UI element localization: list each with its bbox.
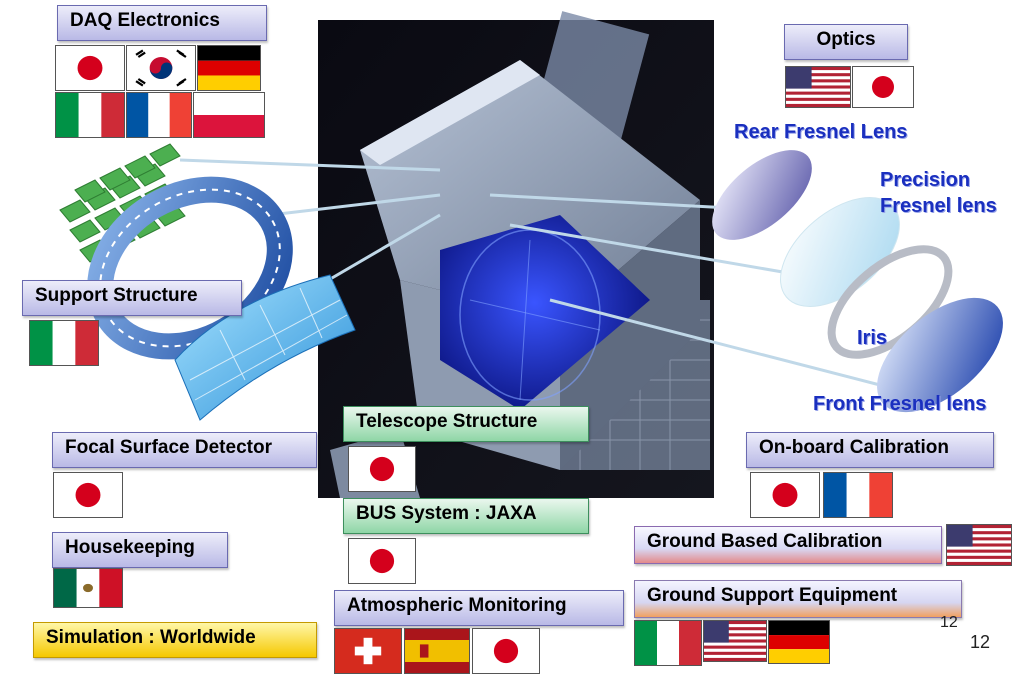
flag-italy bbox=[634, 620, 702, 666]
flag-spain bbox=[404, 628, 470, 674]
flag-korea bbox=[126, 45, 196, 91]
page-number-upper: 12 bbox=[940, 614, 958, 631]
flag-japan bbox=[472, 628, 540, 674]
telescope-structure-label: Telescope Structure bbox=[343, 406, 589, 442]
ground-support-equipment-label: Ground Support Equipment bbox=[634, 580, 962, 618]
flag-japan bbox=[348, 538, 416, 584]
housekeeping-label: Housekeeping bbox=[52, 532, 228, 568]
flag-usa bbox=[785, 66, 851, 108]
precision-fresnel-lens-label-line2: Fresnel lens bbox=[880, 195, 997, 217]
focal-surface-grid bbox=[174, 274, 356, 421]
flag-switzerland bbox=[334, 628, 402, 674]
flag-japan bbox=[55, 45, 125, 91]
optics-label: Optics bbox=[784, 24, 908, 60]
flag-usa bbox=[946, 524, 1012, 566]
precision-fresnel-lens-label-line1: Precision bbox=[880, 169, 971, 191]
connector-lines bbox=[179, 158, 881, 387]
flag-japan bbox=[348, 446, 416, 492]
flag-japan bbox=[852, 66, 914, 108]
flag-poland bbox=[193, 92, 265, 138]
flag-germany bbox=[197, 45, 261, 91]
flag-france bbox=[823, 472, 893, 518]
atmospheric-monitoring-label: Atmospheric Monitoring bbox=[334, 590, 624, 626]
focal-surface-detector-label: Focal Surface Detector bbox=[52, 432, 317, 468]
support-structure-label: Support Structure bbox=[22, 280, 242, 316]
daq-electronics-label: DAQ Electronics bbox=[57, 5, 267, 41]
iris-label: Iris bbox=[857, 327, 888, 349]
front-fresnel-lens-label: Front Fresnel lens bbox=[813, 393, 987, 415]
bus-system-label: BUS System : JAXA bbox=[343, 498, 589, 534]
ground-based-calibration-label: Ground Based Calibration bbox=[634, 526, 942, 564]
rear-fresnel-lens-label: Rear Fresnel Lens bbox=[734, 121, 908, 143]
flag-france bbox=[126, 92, 192, 138]
flag-usa bbox=[703, 620, 767, 662]
flag-mexico bbox=[53, 568, 123, 608]
flag-germany bbox=[768, 620, 830, 664]
page-number-lower: 12 bbox=[970, 632, 991, 652]
flag-japan bbox=[53, 472, 123, 518]
flag-japan bbox=[750, 472, 820, 518]
optics-lenses bbox=[712, 150, 1003, 413]
flag-italy bbox=[29, 320, 99, 366]
on-board-calibration-label: On-board Calibration bbox=[746, 432, 994, 468]
simulation-label: Simulation : Worldwide bbox=[33, 622, 317, 658]
flag-italy bbox=[55, 92, 125, 138]
